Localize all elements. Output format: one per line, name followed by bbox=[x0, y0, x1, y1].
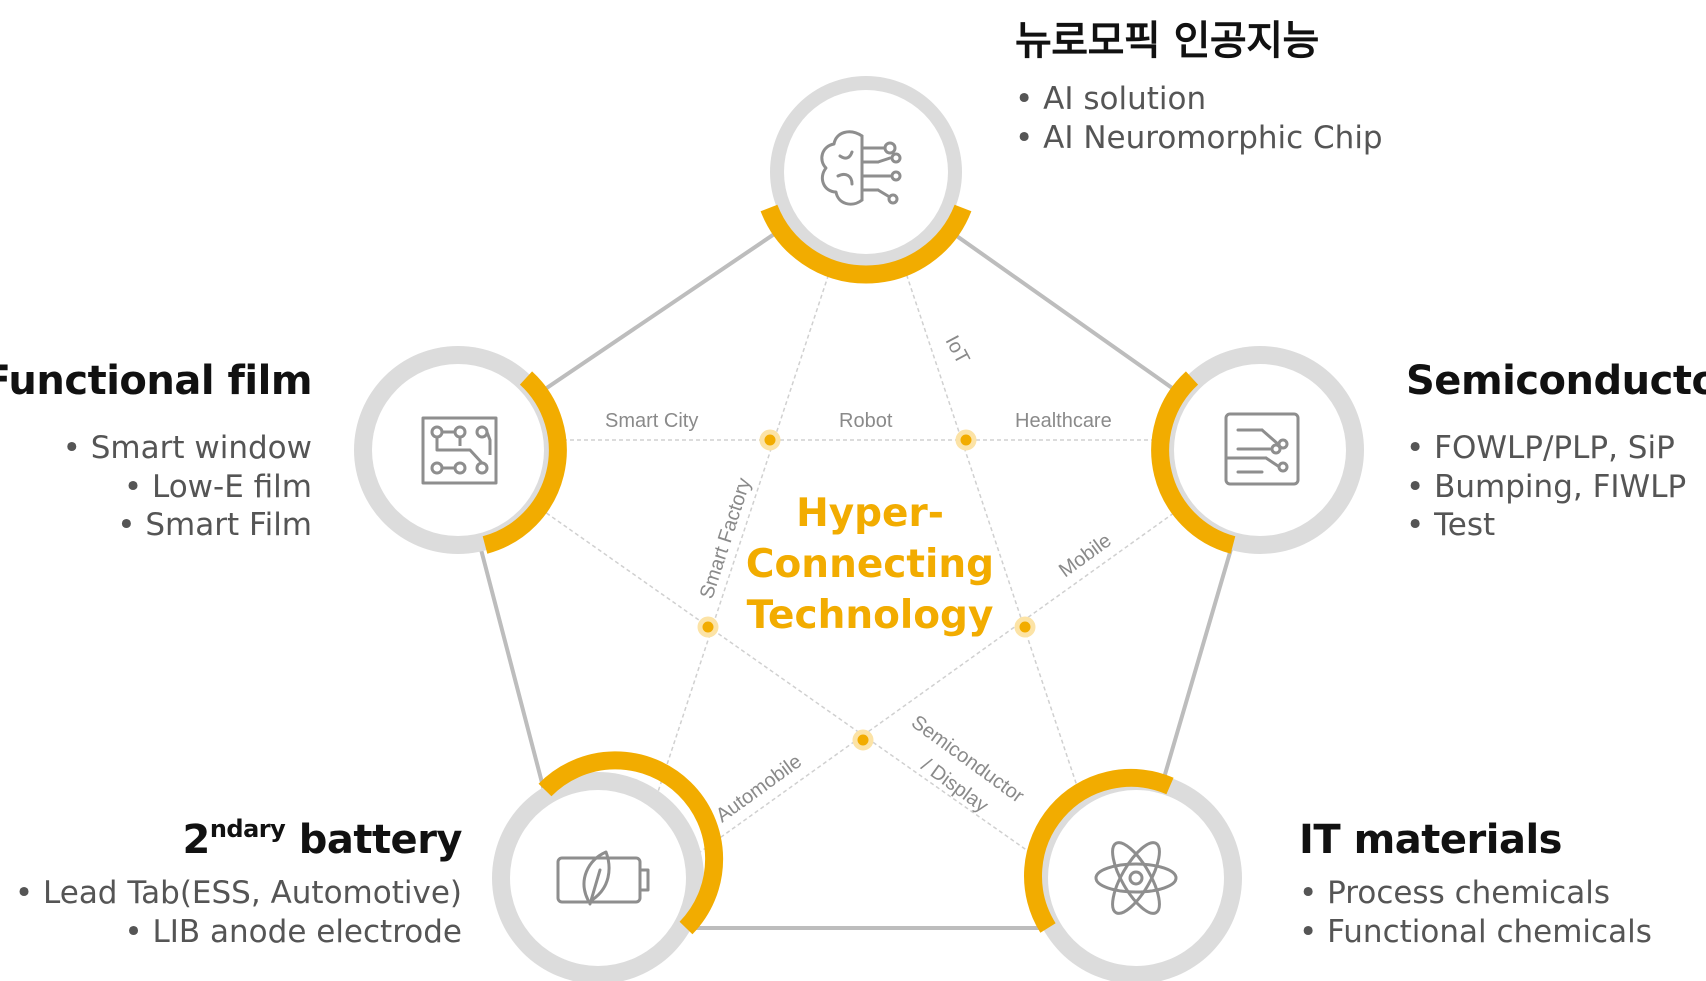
label-iot: IoT bbox=[941, 332, 974, 368]
brain-circuit-icon bbox=[820, 130, 902, 206]
list-item: Test bbox=[1406, 506, 1686, 545]
node-top-circle bbox=[760, 76, 972, 284]
list-item: Process chemicals bbox=[1299, 874, 1652, 913]
list-item: Lead Tab(ESS, Automotive) bbox=[15, 874, 462, 913]
label-smart-city: Smart City bbox=[605, 410, 698, 432]
dot-robot-healthcare bbox=[955, 429, 977, 451]
star-lines bbox=[500, 254, 1210, 871]
center-title-line2: Connecting bbox=[745, 542, 995, 587]
node-top-list: AI solution AI Neuromorphic Chip bbox=[1015, 80, 1383, 158]
node-top-title: 뉴로모픽 인공지능 bbox=[1015, 18, 1319, 64]
list-item: Functional chemicals bbox=[1299, 913, 1652, 952]
list-item: Bumping, FIWLP bbox=[1406, 468, 1686, 507]
node-right-title: Semiconductor bbox=[1406, 358, 1706, 404]
node-bottom-right-title: IT materials bbox=[1299, 817, 1562, 863]
node-left-list: Smart window Low-E film Smart Film bbox=[63, 429, 312, 545]
star-line-left-bottom-right bbox=[534, 504, 1056, 871]
list-item: Smart Film bbox=[63, 506, 312, 545]
circuit-board-icon bbox=[421, 416, 498, 485]
chip-circuit-icon bbox=[1224, 412, 1300, 486]
dot-automobile-semiconductor bbox=[852, 729, 874, 751]
title-prefix: 2 bbox=[182, 817, 210, 863]
center-title-line1: Hyper- bbox=[796, 491, 944, 536]
dot-mobile bbox=[1014, 616, 1036, 638]
label-healthcare: Healthcare bbox=[1015, 410, 1112, 432]
center-title-line3: Technology bbox=[746, 593, 994, 638]
list-item: Low-E film bbox=[63, 468, 312, 507]
center-title: Hyper- Connecting Technology bbox=[700, 488, 1040, 641]
node-left-title: Functional film bbox=[0, 358, 313, 404]
label-mobile: Mobile bbox=[1055, 530, 1116, 582]
dot-smart-city-robot bbox=[759, 429, 781, 451]
node-bottom-right-list: Process chemicals Functional chemicals bbox=[1299, 874, 1652, 951]
intersection-dots bbox=[697, 429, 1036, 751]
dot-smart-factory bbox=[697, 616, 719, 638]
node-bottom-left-title: 2ndary battery bbox=[182, 817, 462, 863]
list-item: FOWLP/PLP, SiP bbox=[1406, 429, 1686, 468]
atom-icon bbox=[1094, 841, 1178, 915]
list-item: AI Neuromorphic Chip bbox=[1015, 119, 1382, 158]
node-right-list: FOWLP/PLP, SiP Bumping, FIWLP Test bbox=[1406, 429, 1686, 545]
label-robot: Robot bbox=[839, 410, 893, 432]
battery-leaf-icon bbox=[556, 850, 650, 906]
list-item: LIB anode electrode bbox=[15, 913, 463, 952]
node-bottom-right-circle bbox=[1024, 768, 1242, 981]
node-bottom-left-circle bbox=[492, 751, 724, 981]
label-automobile: Automobile bbox=[712, 750, 806, 827]
list-item: Smart window bbox=[63, 429, 312, 468]
node-bottom-left-list: Lead Tab(ESS, Automotive) LIB anode elec… bbox=[15, 874, 462, 951]
star-line-top-bottom-left bbox=[651, 254, 836, 811]
list-item: AI solution bbox=[1015, 80, 1383, 119]
title-superscript: ndary bbox=[209, 815, 286, 843]
title-suffix: battery bbox=[285, 817, 463, 863]
